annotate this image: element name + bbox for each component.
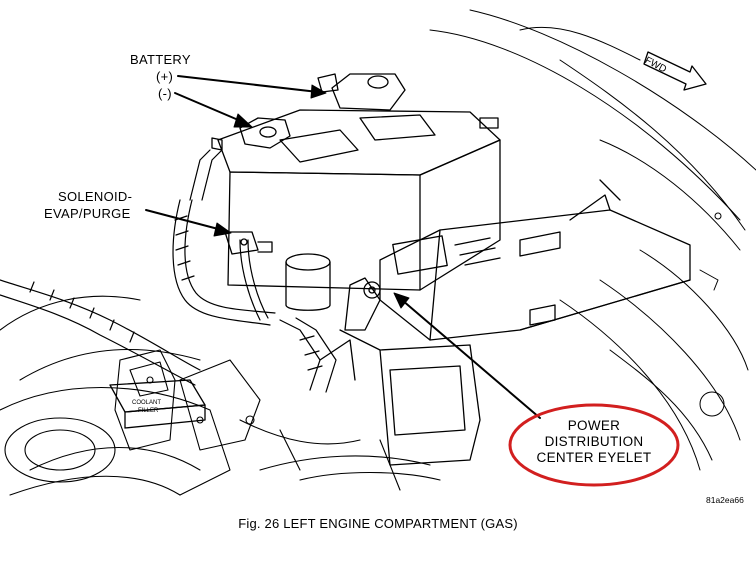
solenoid-label-line1: SOLENOID- [58, 189, 133, 204]
pdc-eyelet-arrow [393, 292, 541, 419]
negative-terminal [239, 117, 291, 149]
coolant-filler-cap: COOLANT FILLER [109, 379, 206, 429]
mounting-bracket [319, 329, 481, 466]
battery-label: BATTERY [130, 52, 191, 67]
pdc-eyelet [344, 277, 381, 331]
pdc-label-line2: DISTRIBUTION [544, 434, 644, 449]
fwd-arrow [643, 51, 707, 91]
pdc-label-line1: POWER [567, 418, 621, 433]
highlight-ellipse [508, 403, 680, 487]
figure-id: 81a2ea66 [706, 495, 744, 505]
coolant-label-line2: FILLER [138, 408, 159, 414]
battery-pos-arrow [177, 75, 327, 99]
figure-caption: Fig. 26 LEFT ENGINE COMPARTMENT (GAS) [238, 516, 518, 531]
pdc-label-line3: CENTER EYELET [536, 450, 652, 465]
coolant-label-line1: COOLANT [132, 400, 161, 406]
fender-outline [429, 9, 756, 471]
battery-neg-arrow [174, 92, 253, 128]
positive-terminal [317, 73, 406, 111]
leader-lines [145, 75, 541, 419]
solenoid-arrow [145, 209, 232, 237]
engine-block [0, 295, 441, 496]
power-distribution-center [379, 179, 691, 341]
battery [211, 73, 501, 291]
battery-positive-label: (+) [156, 69, 174, 84]
pdc-eyelet-label: POWER DISTRIBUTION CENTER EYELET [516, 418, 672, 466]
solenoid-label-line2: EVAP/PURGE [44, 206, 131, 221]
battery-negative-label: (-) [158, 86, 172, 101]
evap-purge-solenoid [224, 231, 331, 311]
wiring-harness [0, 149, 337, 393]
